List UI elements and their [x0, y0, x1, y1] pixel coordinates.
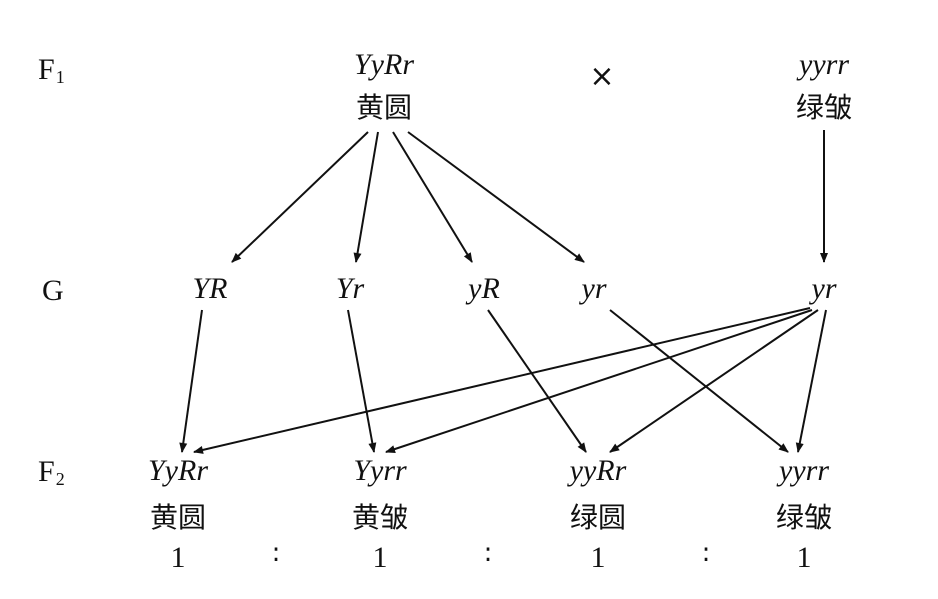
gamete-right: yr [811, 272, 837, 305]
arrow-parent-to-gamete-yR [392, 131, 473, 263]
gamete-left: YR [192, 272, 228, 305]
arrow-right-yr-to-yyRr [609, 309, 819, 453]
ratio-value: 1 [372, 541, 388, 574]
row-label-g: G [42, 274, 64, 307]
arrow-right-yr-to-Yyrr [385, 309, 813, 453]
row-label-f1: F1 [38, 53, 65, 87]
offspring-genotype: yyrr [779, 454, 829, 487]
gamete-left: Yr [335, 272, 365, 305]
ratio-separator: : [483, 538, 493, 568]
row-label-f2: F2 [38, 455, 65, 489]
arrow-parent-to-gamete-Yr [353, 131, 379, 263]
arrow-parent-to-gamete-yr [407, 131, 585, 263]
arrow-right-yr-to-yyrr-own [795, 309, 827, 453]
arrow-right-yr-to-YyRr [193, 307, 811, 454]
arrow-parent-to-gamete-YR [231, 131, 369, 263]
arrow-yR-to-yyRr [487, 309, 587, 453]
ratio-value: 1 [796, 541, 812, 574]
offspring-phenotype: 黄皱 [351, 501, 409, 534]
offspring-genotype: YyRr [148, 454, 208, 487]
parent-right-phenotype: 绿皱 [795, 91, 853, 124]
ratio-separator: : [271, 538, 281, 568]
offspring-genotype: yyRr [569, 454, 627, 487]
ratio-separator: : [701, 538, 711, 568]
arrow-Yr-to-Yyrr [347, 309, 377, 453]
gamete-left: yr [581, 272, 607, 305]
arrow-yr-to-yyrr [609, 309, 789, 453]
cross-symbol: × [589, 59, 615, 94]
parent-left-phenotype: 黄圆 [355, 91, 413, 124]
offspring-phenotype: 绿皱 [775, 501, 833, 534]
arrow-YR-to-YyRr [179, 309, 203, 453]
gamete-left: yR [468, 272, 500, 305]
offspring-phenotype: 绿圆 [569, 501, 627, 534]
parent-left-genotype: YyRr [354, 48, 414, 81]
offspring-genotype: Yyrr [353, 454, 407, 487]
parent-right-genotype: yyrr [799, 48, 849, 81]
offspring-phenotype: 黄圆 [149, 501, 207, 534]
ratio-value: 1 [170, 541, 186, 574]
ratio-value: 1 [590, 541, 606, 574]
